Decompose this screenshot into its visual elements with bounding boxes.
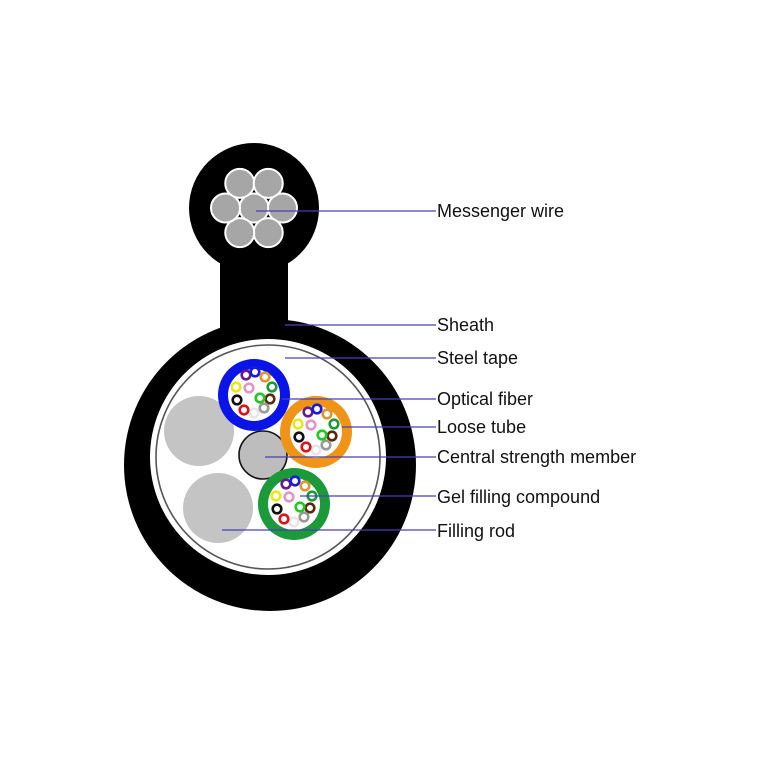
optical-fiber-white [248, 407, 260, 419]
optical-fiber-red [278, 513, 290, 525]
optical-fiber-aqua-green [294, 501, 306, 513]
optical-fiber-yellow [230, 381, 242, 393]
optical-fiber-black [271, 503, 283, 515]
label-messenger-wire: Messenger wire [437, 201, 565, 221]
messenger-strand [252, 217, 284, 249]
filling-rod [164, 396, 234, 466]
messenger-strand [210, 192, 241, 224]
label-loose-tube: Loose tube [437, 417, 527, 437]
optical-fiber-slate [298, 511, 310, 523]
optical-fiber-white [288, 516, 300, 528]
label-gel-filling-compound: Gel filling compound [437, 487, 601, 507]
optical-fiber-blue [249, 366, 261, 378]
messenger-strand [252, 167, 284, 199]
optical-fiber-violet [302, 406, 314, 418]
optical-fiber-yellow [292, 418, 304, 430]
optical-fiber-rose [305, 419, 317, 431]
optical-fiber-rose [283, 491, 295, 503]
optical-fiber-blue [289, 475, 301, 487]
messenger-strand [224, 167, 256, 199]
optical-fiber-violet [240, 369, 252, 381]
optical-fiber-white [310, 444, 322, 456]
optical-fiber-violet [280, 478, 292, 490]
optical-fiber-brown [326, 430, 338, 442]
messenger-strand [267, 192, 298, 224]
optical-fiber-brown [304, 502, 316, 514]
optical-fiber-slate [320, 439, 332, 451]
optical-fiber-blue [311, 403, 323, 415]
label-central-strength-member: Central strength member [437, 447, 637, 467]
optical-fiber-slate [258, 402, 270, 414]
optical-fiber-green [328, 418, 340, 430]
optical-fiber-red [300, 441, 312, 453]
label-sheath: Sheath [437, 315, 495, 335]
label-optical-fiber: Optical fiber [437, 389, 534, 409]
leader-lines [222, 210, 436, 531]
optical-fiber-yellow [270, 490, 282, 502]
optical-fiber-orange [259, 371, 271, 383]
central-strength-member [238, 430, 288, 480]
optical-fiber-red [238, 404, 250, 416]
messenger-wire-bundle [210, 167, 298, 249]
filling-rod [183, 473, 253, 543]
label-filling-rod: Filling rod [437, 521, 516, 541]
messenger-strand [224, 217, 256, 249]
optical-fiber-black [231, 394, 243, 406]
optical-fiber-black [293, 431, 305, 443]
label-steel-tape: Steel tape [437, 348, 519, 368]
optical-fiber-rose [243, 382, 255, 394]
optical-fiber-orange [321, 408, 333, 420]
optical-fiber-aqua-green [316, 429, 328, 441]
optical-fiber-brown [264, 393, 276, 405]
optical-fiber-orange [299, 480, 311, 492]
optical-fiber-aqua-green [254, 392, 266, 404]
optical-fiber-green [266, 381, 278, 393]
